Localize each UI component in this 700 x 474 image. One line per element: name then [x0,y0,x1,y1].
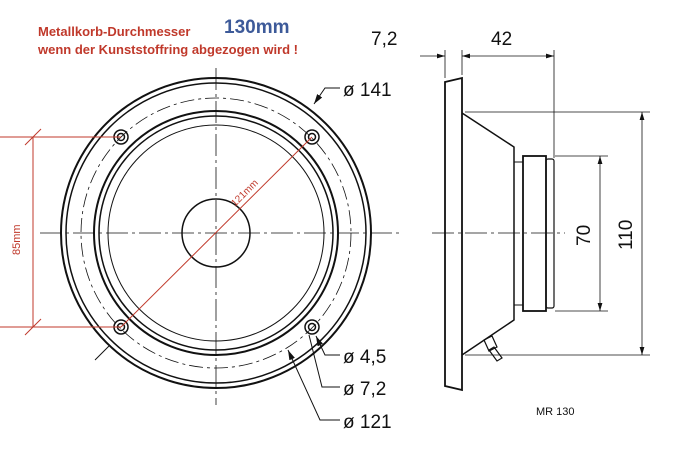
annotation-highlight: 130mm [224,17,290,38]
dim-outer: ø 141 [343,80,392,101]
annotation-line2: wenn der Kunststoffring abgezogen wird ! [38,42,298,57]
dim-flange: 7,2 [371,29,397,50]
side-view [420,50,650,392]
dim-hole-ring: ø 7,2 [343,379,386,400]
dim-basket: 110 [616,220,637,250]
red-vertical-label: 85mm [11,224,23,255]
dim-hole: ø 4,5 [343,347,386,368]
model-label: MR 130 [536,406,575,418]
dim-magnet: 70 [574,225,595,246]
red-diag-label: 121mm [229,178,260,209]
dim-depth: 42 [491,29,512,50]
annotation-line1: Metallkorb-Durchmesser [38,24,191,39]
dim-pitch: ø 121 [343,412,392,433]
red-measurements [0,128,313,336]
front-view [40,68,400,421]
